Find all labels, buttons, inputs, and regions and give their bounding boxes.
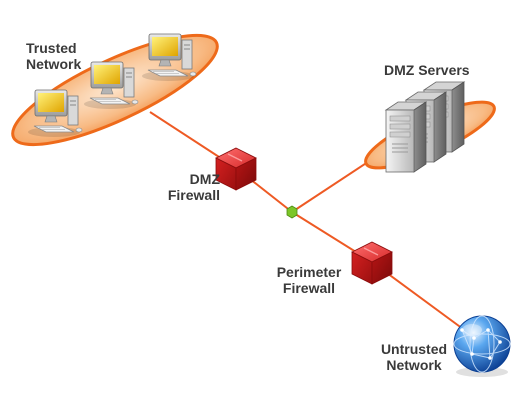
- dmz-servers-zone: [364, 81, 496, 173]
- globe-icon: [453, 315, 511, 377]
- junction-node: [286, 205, 298, 219]
- firewall-icon: [215, 147, 257, 191]
- trusted-network-zone: [11, 33, 219, 147]
- perimeter-firewall-label-line-1: Perimeter: [276, 264, 342, 280]
- computer-icon: [141, 33, 197, 82]
- dmz-firewall-label-line-2: Firewall: [167, 187, 220, 203]
- perimeter-firewall-label-line-2: Firewall: [282, 280, 336, 296]
- dmz-firewall-label: DMZ Firewall: [150, 171, 220, 203]
- untrusted-network-label-line-2: Network: [386, 357, 442, 373]
- dmz-servers-label: DMZ Servers: [384, 62, 470, 78]
- perimeter-firewall-label: Perimeter Firewall: [250, 264, 368, 296]
- trusted-network-label-line-2: Network: [26, 56, 82, 72]
- trusted-network-label: Trusted Network: [26, 40, 81, 72]
- trusted-network-label-line-1: Trusted: [26, 40, 77, 56]
- dmz-servers-label-text: DMZ Servers: [384, 62, 470, 78]
- server-icon: [385, 101, 427, 173]
- computer-icon: [27, 89, 83, 138]
- dmz-firewall-label-line-1: DMZ: [189, 171, 220, 187]
- untrusted-network-label-line-1: Untrusted: [380, 341, 448, 357]
- computer-icon: [83, 61, 139, 110]
- untrusted-network-label: Untrusted Network: [372, 341, 456, 373]
